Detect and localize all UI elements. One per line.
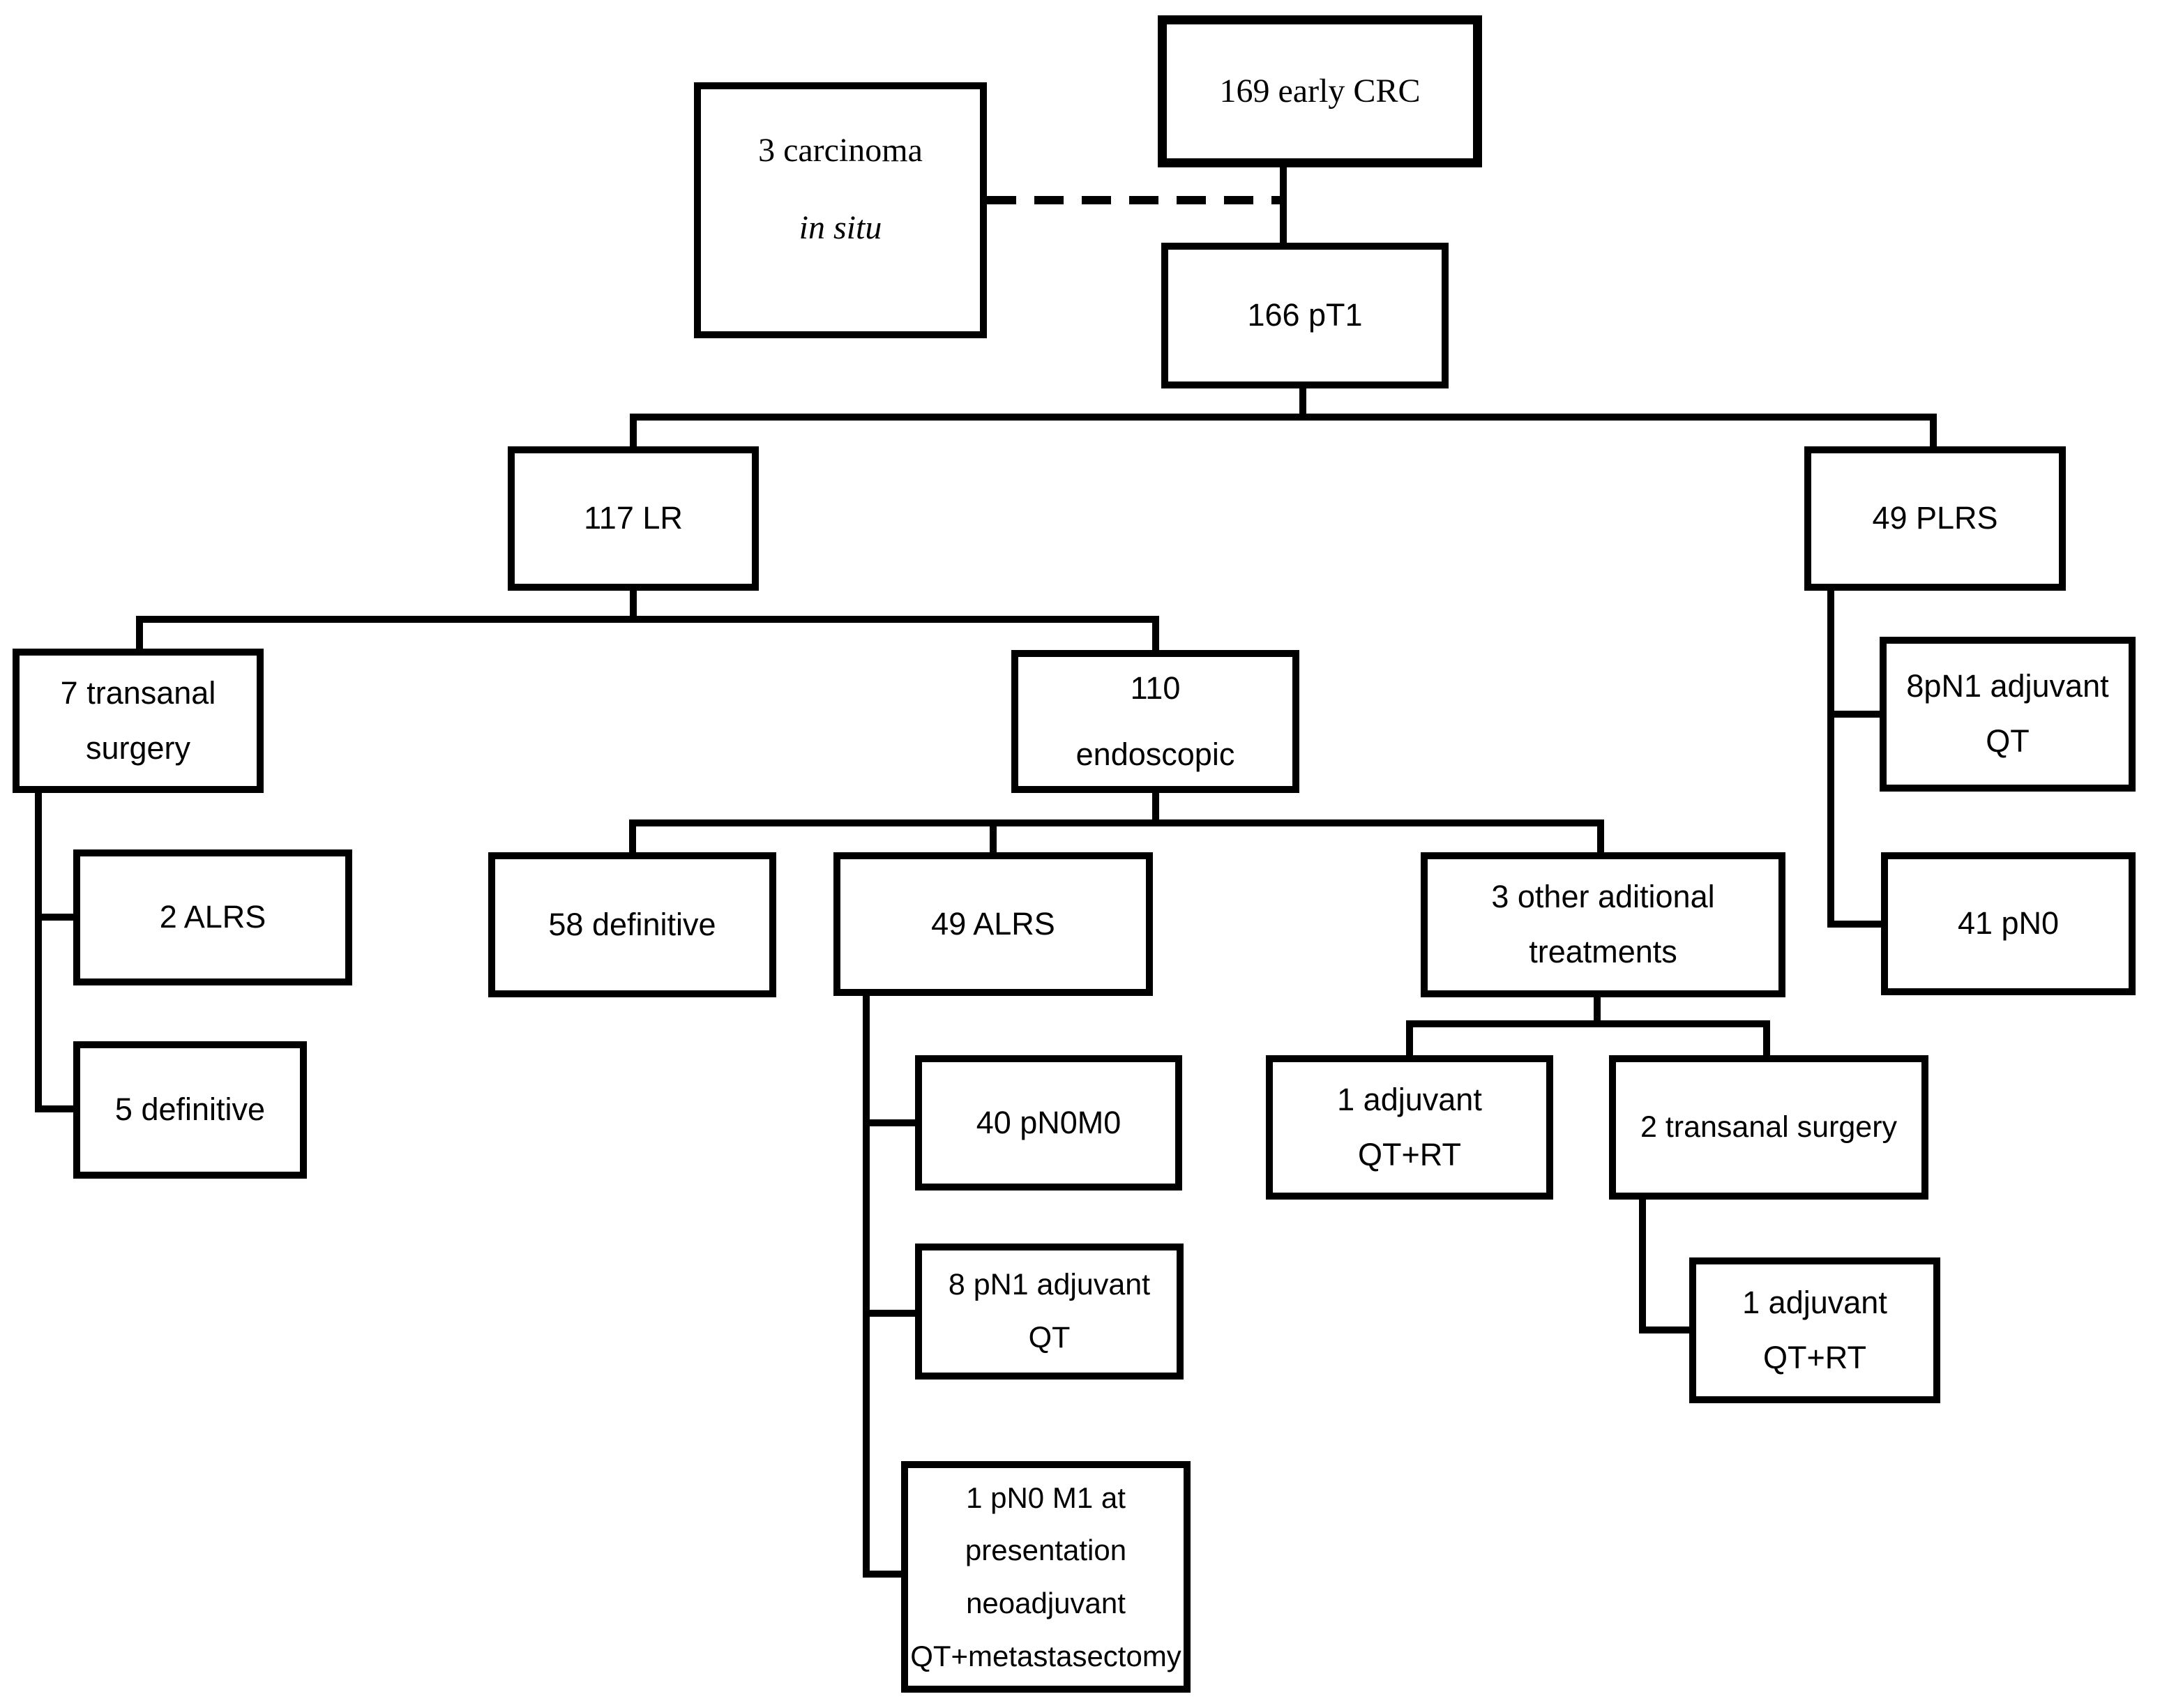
edge-branch3-horizontal: [629, 819, 1604, 826]
edge-plrs49-trunk: [1827, 589, 1834, 928]
node-label-line2: QT+RT: [1763, 1339, 1866, 1375]
edge-drop-transanal7: [136, 616, 143, 652]
edge-alrs49-trunk: [863, 995, 870, 1578]
node-label-line2: endoscopic: [1075, 736, 1235, 772]
node-2-alrs: 2 ALRS: [73, 849, 352, 985]
node-label-line1: 8 pN1 adjuvant: [948, 1268, 1151, 1302]
node-label-line1: 7 transanal: [60, 674, 216, 711]
node-label: 169 early CRC: [1219, 72, 1421, 109]
node-49-alrs: 49 ALRS: [833, 852, 1153, 996]
node-label-line2: QT: [1028, 1320, 1071, 1354]
node-label-line2: presentation: [965, 1534, 1127, 1567]
edge-branch1-horizontal: [630, 414, 1937, 421]
node-label-line1: 3 other aditional: [1491, 879, 1715, 915]
edge-transanal2-trunk: [1639, 1198, 1646, 1333]
node-1-pn0-m1-neoadjuvant: 1 pN0 M1 at presentation neoadjuvant QT+…: [901, 1461, 1191, 1693]
node-label-line2: QT+RT: [1358, 1136, 1461, 1172]
edge-crc169-to-pt1166: [1280, 167, 1287, 245]
node-169-early-crc: 169 early CRC: [1158, 15, 1482, 167]
node-8pn1-adjuvant-qt-plrs: 8pN1 adjuvant QT: [1880, 637, 2136, 792]
edge-other3-stem: [1594, 996, 1601, 1025]
edge-stub-pn0m040: [863, 1119, 919, 1126]
edge-lr117-stem: [630, 589, 637, 623]
edge-dashed-insitu: [987, 196, 1280, 204]
node-1-adjuvant-qt-rt-bottom: 1 adjuvant QT+RT: [1689, 1257, 1940, 1403]
edge-stub-alrs2: [35, 914, 77, 921]
node-2-transanal-surgery: 2 transanal surgery: [1609, 1055, 1928, 1200]
node-5-definitive: 5 definitive: [73, 1041, 307, 1179]
node-label-line1: 1 pN0 M1 at: [966, 1481, 1126, 1514]
edge-endo110-stem: [1152, 792, 1159, 826]
edge-drop-adjqtrt1a: [1406, 1020, 1413, 1059]
node-label-line1: 110: [1130, 670, 1181, 706]
node-label-line1: 8pN1 adjuvant: [1906, 668, 2109, 704]
edge-drop-other3: [1597, 819, 1604, 856]
edge-drop-transanal2: [1763, 1020, 1770, 1059]
node-166-pt1: 166 pT1: [1161, 243, 1449, 388]
edge-drop-endo110: [1152, 616, 1159, 653]
node-110-endoscopic: 110 endoscopic: [1011, 650, 1299, 793]
node-41-pn0: 41 pN0: [1881, 852, 2136, 995]
edge-drop-def58: [629, 819, 636, 856]
edge-branch4-horizontal: [1406, 1020, 1770, 1027]
edge-stub-pn041: [1827, 921, 1884, 928]
node-label: 5 definitive: [114, 1091, 266, 1128]
node-1-adjuvant-qt-rt-left: 1 adjuvant QT+RT: [1266, 1055, 1553, 1200]
edge-stub-pn1adj8: [863, 1310, 919, 1317]
node-label-line1: 3 carcinoma: [758, 132, 923, 169]
node-label: 166 pT1: [1247, 297, 1363, 333]
node-40-pn0m0: 40 pN0M0: [915, 1055, 1182, 1191]
node-label-line4: QT+metastasectomy: [910, 1639, 1181, 1672]
node-49-plrs: 49 PLRS: [1804, 446, 2066, 591]
edge-drop-alrs49: [990, 819, 997, 856]
node-label-line3: neoadjuvant: [966, 1587, 1126, 1619]
edge-stub-def5: [35, 1105, 77, 1112]
edge-drop-lr117: [630, 414, 637, 450]
edge-stub-adjqtrt1b: [1639, 1327, 1692, 1333]
edge-stub-pn0m11: [863, 1571, 905, 1578]
node-3-other-aditional-treatments: 3 other aditional treatments: [1421, 852, 1785, 997]
node-label: 2 ALRS: [159, 899, 266, 935]
node-58-definitive: 58 definitive: [488, 852, 776, 997]
node-117-lr: 117 LR: [508, 446, 759, 591]
node-label: 117 LR: [584, 500, 683, 536]
node-label: 40 pN0M0: [976, 1104, 1121, 1140]
node-label-line1: 1 adjuvant: [1337, 1081, 1482, 1117]
edge-stub-pn1adjplrs8: [1827, 711, 1883, 718]
node-label: 41 pN0: [1957, 905, 2060, 942]
node-label-line2: surgery: [85, 730, 191, 766]
node-8-pn1-adjuvant-qt: 8 pN1 adjuvant QT: [915, 1244, 1184, 1380]
node-label: 58 definitive: [548, 906, 716, 942]
node-7-transanal-surgery: 7 transanal surgery: [13, 649, 264, 793]
node-label-line2: QT: [1986, 723, 2030, 759]
node-label-line2: treatments: [1529, 934, 1677, 969]
edge-branch2-horizontal: [136, 616, 1159, 623]
node-label-line2: in situ: [799, 209, 882, 246]
edge-drop-plrs49: [1930, 414, 1937, 450]
node-label: 49 ALRS: [931, 905, 1055, 942]
node-label-line1: 1 adjuvant: [1742, 1284, 1887, 1320]
edge-pt1166-stem: [1299, 387, 1306, 421]
node-label: 2 transanal surgery: [1640, 1110, 1898, 1144]
node-3-carcinoma-in-situ: 3 carcinoma in situ: [694, 82, 987, 338]
node-label: 49 PLRS: [1872, 500, 1998, 536]
edge-transanal7-trunk: [35, 792, 42, 1112]
